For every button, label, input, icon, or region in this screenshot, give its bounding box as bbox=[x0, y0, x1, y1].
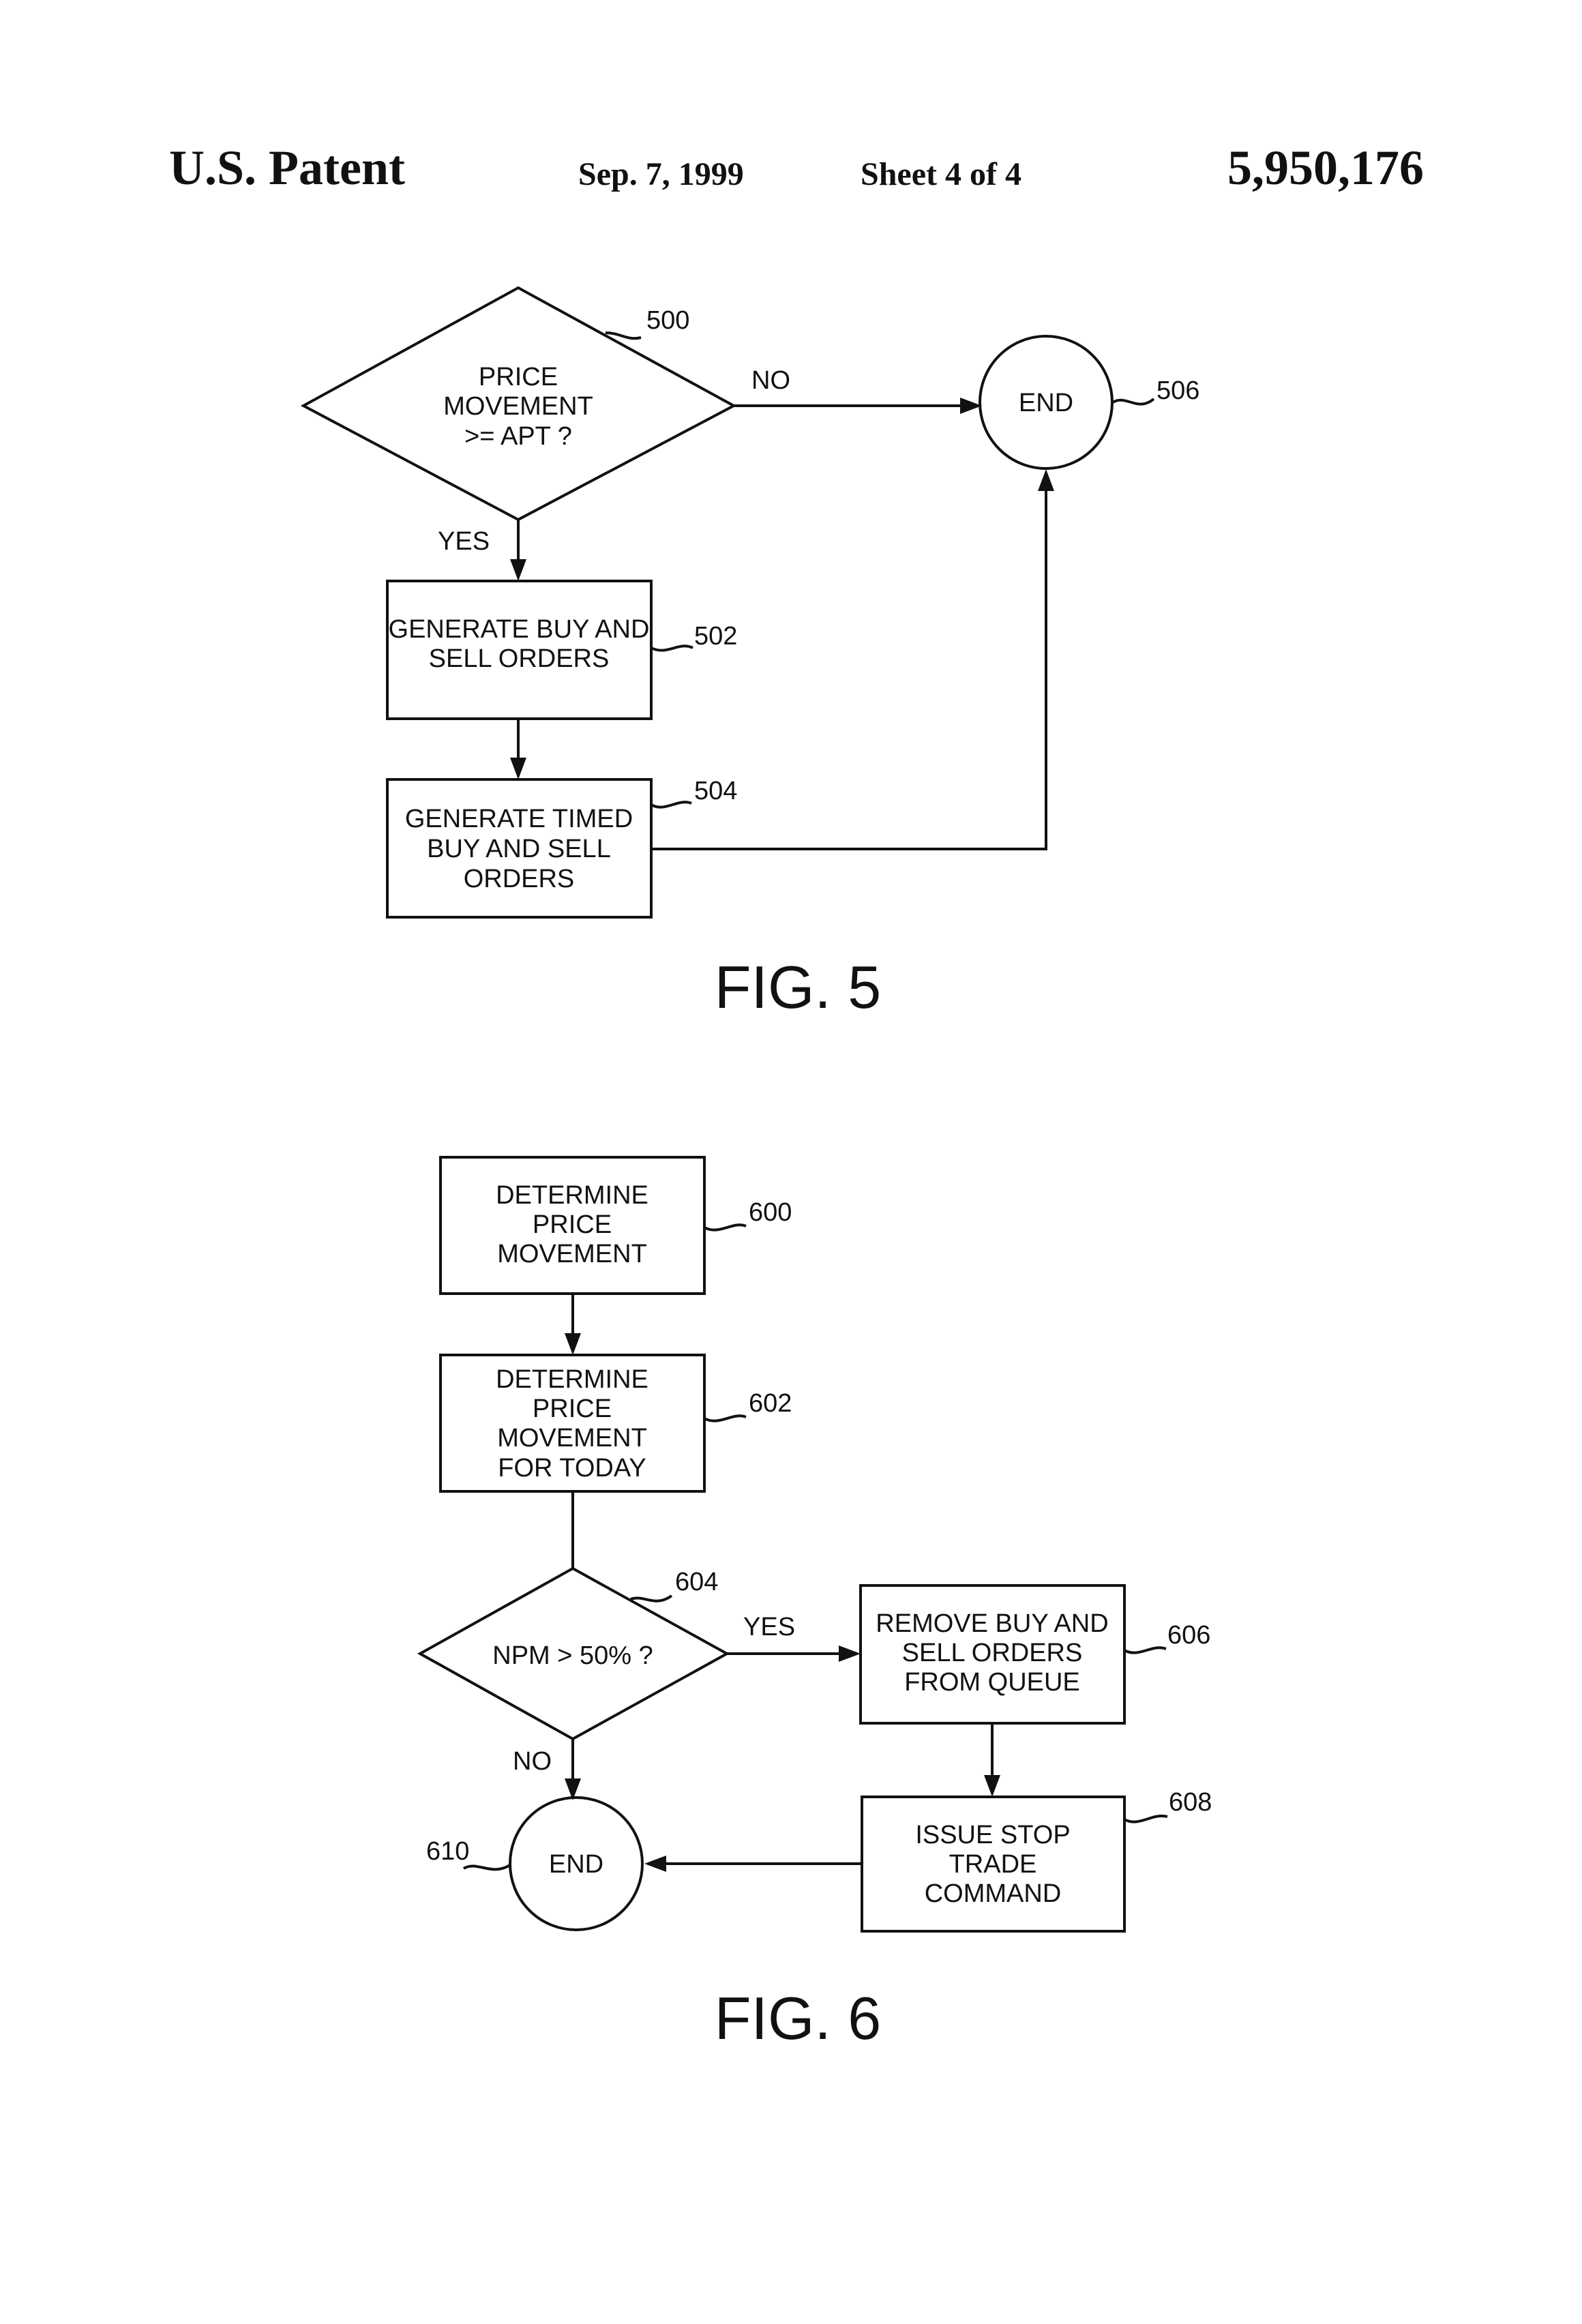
arrowhead-608-to-610 bbox=[644, 1856, 666, 1872]
fig5-diagram: PRICE MOVEMENT >= APT ? 500 NO END 506 Y… bbox=[303, 288, 1199, 1021]
process-608-line-2: TRADE bbox=[949, 1850, 1037, 1879]
fig5-caption: FIG. 5 bbox=[715, 953, 882, 1021]
process-606-line-3: FROM QUEUE bbox=[904, 1668, 1080, 1697]
process-602-line-1: DETERMINE bbox=[496, 1365, 648, 1394]
end-506-label: END bbox=[1019, 389, 1073, 417]
process-602-line-2: PRICE bbox=[533, 1395, 612, 1423]
ref-600-leader bbox=[704, 1225, 746, 1230]
ref-606-leader bbox=[1124, 1648, 1166, 1652]
process-504-line-3: ORDERS bbox=[464, 865, 575, 893]
process-602-line-4: FOR TODAY bbox=[498, 1454, 646, 1483]
process-502-line-2: SELL ORDERS bbox=[429, 644, 610, 673]
process-600-line-3: MOVEMENT bbox=[497, 1240, 647, 1268]
decision-604-line-1: NPM > 50% ? bbox=[492, 1641, 653, 1670]
label-yes-fig6: YES bbox=[743, 1613, 795, 1641]
ref-504-leader bbox=[651, 802, 691, 807]
process-608-line-3: COMMAND bbox=[925, 1879, 1062, 1908]
arrowhead-502-to-504 bbox=[510, 758, 526, 779]
ref-500: 500 bbox=[646, 306, 689, 335]
arrowhead-604-to-606 bbox=[839, 1645, 861, 1662]
process-606-line-1: REMOVE BUY AND bbox=[876, 1609, 1108, 1638]
ref-602: 602 bbox=[749, 1389, 792, 1418]
process-600-line-1: DETERMINE bbox=[496, 1181, 648, 1210]
ref-506: 506 bbox=[1156, 376, 1199, 405]
label-yes-fig5: YES bbox=[438, 527, 490, 556]
decision-500-line-3: >= APT ? bbox=[464, 422, 572, 451]
ref-610: 610 bbox=[426, 1837, 469, 1866]
arrowhead-606-to-608 bbox=[984, 1775, 1000, 1797]
arrowhead-500-to-502 bbox=[510, 559, 526, 581]
process-502-line-1: GENERATE BUY AND bbox=[389, 615, 650, 644]
ref-600: 600 bbox=[749, 1198, 792, 1227]
label-no-fig6: NO bbox=[513, 1747, 552, 1776]
ref-602-leader bbox=[704, 1416, 746, 1420]
decision-500-line-1: PRICE bbox=[479, 363, 558, 391]
process-600-line-2: PRICE bbox=[533, 1210, 612, 1239]
end-610-label: END bbox=[549, 1850, 603, 1879]
fig6-diagram: DETERMINE PRICE MOVEMENT 600 DETERMINE P… bbox=[420, 1157, 1212, 2052]
process-608-line-1: ISSUE STOP bbox=[915, 1821, 1070, 1849]
ref-506-leader bbox=[1113, 399, 1154, 404]
label-no-fig5: NO bbox=[751, 366, 790, 395]
ref-608-leader bbox=[1124, 1816, 1167, 1822]
decision-500-line-2: MOVEMENT bbox=[443, 392, 593, 421]
ref-610-leader bbox=[464, 1865, 510, 1869]
process-606-line-2: SELL ORDERS bbox=[902, 1639, 1083, 1667]
ref-606: 606 bbox=[1167, 1621, 1210, 1650]
arrowhead-600-to-602 bbox=[565, 1333, 581, 1355]
ref-604: 604 bbox=[675, 1568, 718, 1596]
fig6-caption: FIG. 6 bbox=[715, 1984, 882, 2052]
process-504-line-1: GENERATE TIMED bbox=[405, 805, 633, 833]
process-602-line-3: MOVEMENT bbox=[497, 1424, 647, 1452]
ref-608: 608 bbox=[1169, 1788, 1212, 1817]
ref-502: 502 bbox=[694, 622, 737, 651]
ref-604-leader bbox=[631, 1596, 672, 1601]
process-504-line-2: BUY AND SELL bbox=[427, 835, 611, 863]
arrowhead-504-to-506 bbox=[1038, 469, 1054, 491]
ref-502-leader bbox=[651, 646, 693, 650]
ref-504: 504 bbox=[694, 777, 737, 805]
